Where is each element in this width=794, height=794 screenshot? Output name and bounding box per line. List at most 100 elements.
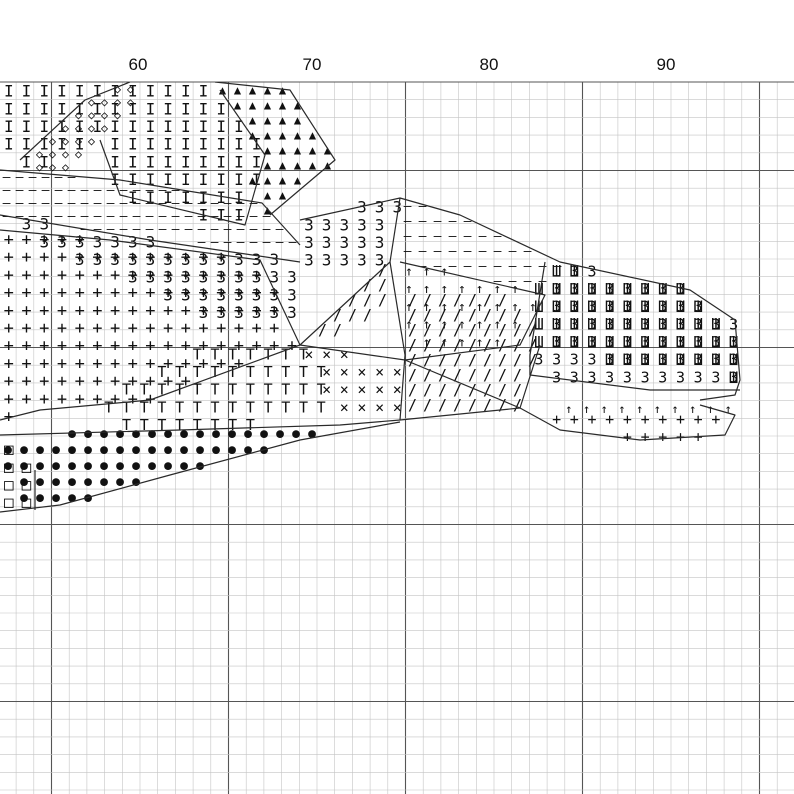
- stitch-symbol: /: [468, 306, 477, 324]
- stitch-symbol: ×: [304, 345, 313, 363]
- stitch-symbol: 3: [711, 351, 720, 369]
- stitch-symbol: /: [498, 351, 507, 369]
- stitch-symbol: ●: [212, 443, 220, 458]
- stitch-symbol: I: [146, 99, 156, 118]
- stitch-symbol: T: [193, 416, 202, 434]
- stitch-symbol: ◇: [62, 147, 70, 161]
- stitch-symbol: +: [251, 283, 261, 303]
- stitch-symbol: –: [211, 209, 219, 224]
- stitch-symbol: –: [404, 229, 412, 244]
- stitch-symbol: I: [22, 135, 32, 154]
- stitch-symbol: +: [658, 410, 667, 428]
- stitch-symbol: 3: [199, 285, 209, 304]
- stitch-symbol: ×: [357, 398, 366, 416]
- stitch-symbol: –: [479, 259, 487, 274]
- stitch-symbol: Ш: [605, 350, 615, 369]
- stitch-symbol: Ш: [534, 332, 544, 351]
- stitch-symbol: /: [348, 291, 357, 309]
- stitch-symbol: I: [234, 135, 244, 154]
- stitch-symbol: –: [68, 170, 76, 185]
- stitch-symbol: ◇: [88, 121, 96, 135]
- stitch-symbol: Ш: [587, 297, 597, 316]
- stitch-symbol: –: [94, 222, 102, 237]
- stitch-symbol: –: [120, 183, 128, 198]
- stitch-symbol: –: [464, 259, 472, 274]
- stitch-symbol: –: [55, 183, 63, 198]
- stitch-symbol: ●: [228, 427, 236, 442]
- stitch-symbol: ▲: [294, 173, 302, 187]
- stitch-symbol: ●: [116, 427, 124, 442]
- stitch-symbol: I: [216, 152, 226, 171]
- stitch-symbol: +: [216, 354, 226, 374]
- stitch-symbol: I: [252, 152, 262, 171]
- stitch-symbol: +: [163, 301, 173, 321]
- stitch-symbol: /: [363, 291, 372, 309]
- stitch-symbol: I: [181, 82, 191, 101]
- stitch-symbol: 3: [216, 268, 226, 287]
- stitch-symbol: T: [210, 381, 219, 399]
- stitch-symbol: ●: [20, 459, 28, 474]
- stitch-symbol: ◇: [49, 147, 57, 161]
- stitch-symbol: I: [216, 206, 226, 225]
- stitch-symbol: /: [453, 396, 462, 414]
- stitch-symbol: ▲: [264, 158, 272, 172]
- stitch-symbol: /: [333, 321, 342, 339]
- stitch-symbol: Ш: [587, 332, 597, 351]
- stitch-symbol: +: [623, 410, 632, 428]
- stitch-symbol: –: [133, 196, 141, 211]
- stitch-symbol: T: [281, 398, 290, 416]
- stitch-symbol: ●: [148, 459, 156, 474]
- stitch-symbol: –: [434, 244, 442, 259]
- stitch-symbol: /: [453, 321, 462, 339]
- stitch-symbol: –: [29, 196, 37, 211]
- stitch-symbol: ▲: [294, 113, 302, 127]
- stitch-symbol: 3: [252, 268, 262, 287]
- stitch-symbol: 3: [587, 315, 596, 333]
- pattern-outline: [389, 261, 406, 421]
- stitch-symbol: +: [110, 354, 120, 374]
- stitch-symbol: I: [57, 99, 67, 118]
- stitch-symbol: /: [468, 321, 477, 339]
- stitch-symbol: I: [93, 99, 103, 118]
- stitch-symbol: 3: [287, 268, 297, 287]
- stitch-symbol: 3: [216, 303, 226, 322]
- stitch-symbol: ●: [20, 443, 28, 458]
- stitch-symbol: I: [252, 170, 262, 189]
- stitch-symbol: 3: [93, 250, 103, 269]
- stitch-symbol: ◇: [36, 160, 44, 174]
- stitch-symbol: –: [494, 274, 502, 289]
- stitch-symbol: 3: [658, 280, 667, 298]
- stitch-symbol: ●: [196, 459, 204, 474]
- stitch-symbol: /: [483, 321, 492, 339]
- stitch-symbol: ↑: [440, 335, 448, 350]
- stitch-symbol: –: [16, 183, 24, 198]
- stitch-symbol: ▲: [324, 158, 332, 172]
- stitch-symbol: 3: [234, 268, 244, 287]
- stitch-symbol: –: [237, 209, 245, 224]
- stitch-symbol: ●: [84, 491, 92, 506]
- region-dashes-upper: ––––––––––––––––––––––––––––––––––––––––…: [3, 170, 297, 250]
- region-diamonds: ◇◇◇◇◇◇◇◇◇◇◇◇◇◇◇◇◇◇◇◇◇◇◇◇◇: [36, 82, 135, 174]
- stitch-symbol: 3: [287, 285, 297, 304]
- stitch-symbol: /: [438, 366, 447, 384]
- stitch-symbol: +: [216, 301, 226, 321]
- stitch-symbol: 3: [587, 298, 596, 316]
- stitch-symbol: –: [224, 196, 232, 211]
- stitch-symbol: –: [494, 244, 502, 259]
- stitch-symbol: Ш: [534, 279, 544, 298]
- stitch-symbol: T: [210, 416, 219, 434]
- stitch-symbol: 3: [146, 232, 156, 251]
- stitch-symbol: +: [128, 319, 138, 339]
- stitch-symbol: ▲: [279, 113, 287, 127]
- stitch-symbol: ×: [393, 363, 402, 381]
- stitch-symbol: ↑: [707, 402, 714, 416]
- stitch-symbol: Ш: [729, 332, 739, 351]
- stitch-symbol: –: [146, 209, 154, 224]
- stitch-symbol: I: [216, 170, 226, 189]
- stitch-symbol: I: [216, 135, 226, 154]
- stitch-symbol: +: [110, 389, 120, 409]
- stitch-symbol: +: [39, 372, 49, 392]
- stitch-symbol: +: [92, 265, 102, 285]
- stitch-symbol: 3: [22, 215, 32, 234]
